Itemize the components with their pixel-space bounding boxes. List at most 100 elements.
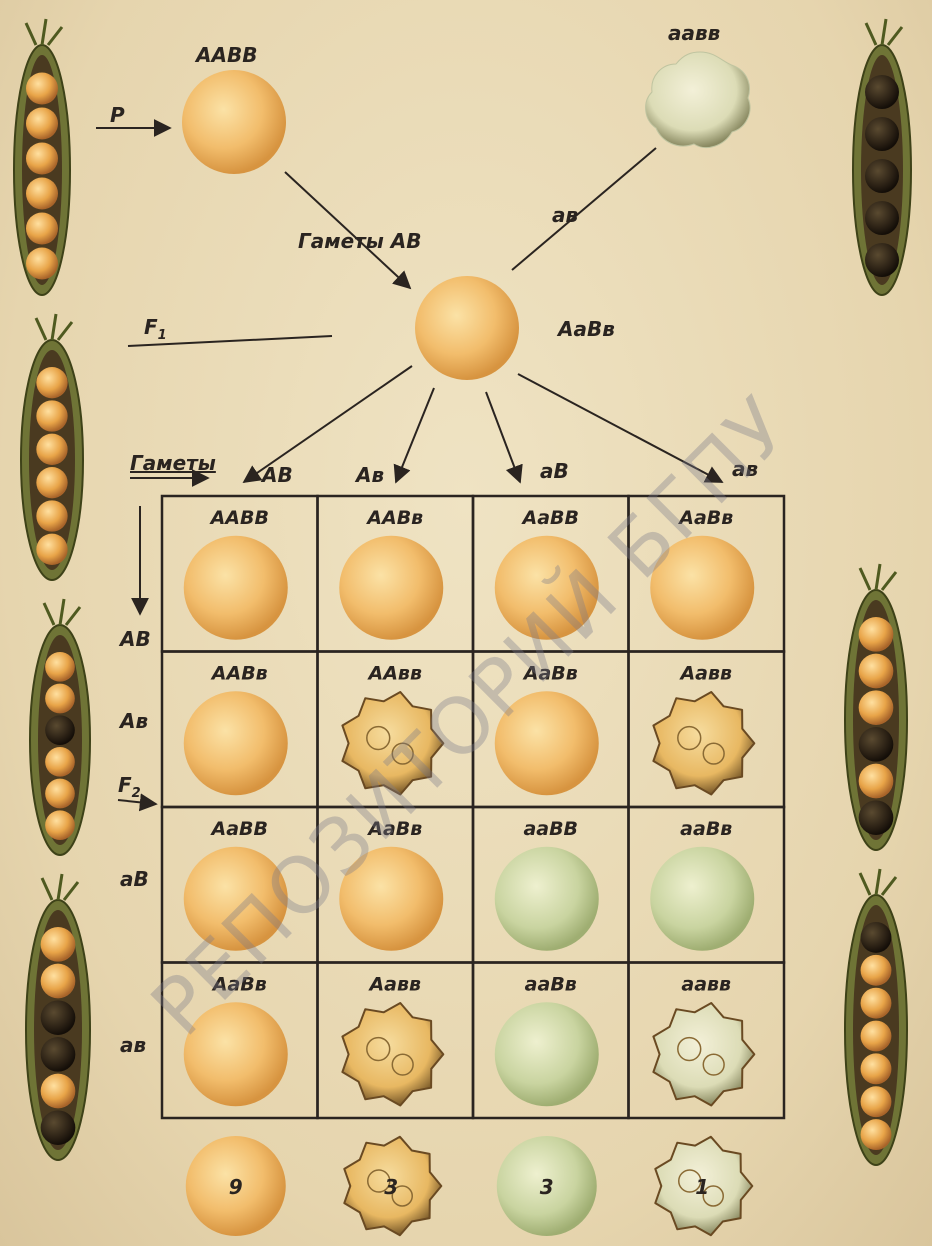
gamete-row-2: Aв — [118, 709, 148, 733]
pea — [45, 652, 75, 682]
cell-genotype: aaBB — [523, 818, 578, 840]
pea — [36, 367, 67, 398]
cell-genotype: aaвв — [681, 974, 731, 996]
pea — [865, 243, 899, 277]
gamete-col-2: Aв — [354, 463, 384, 487]
cell-genotype: AABв — [210, 663, 268, 685]
pod-right-1 — [853, 19, 911, 295]
pea — [861, 988, 892, 1019]
f2-label: F2 — [118, 773, 141, 801]
pod-left-2 — [21, 314, 83, 580]
pea — [36, 467, 67, 498]
pea — [865, 117, 899, 151]
pea — [36, 500, 67, 531]
cell-genotype: Aaвв — [367, 974, 421, 996]
cell-seed — [495, 1002, 599, 1106]
cell-genotype: AABв — [365, 507, 423, 529]
ratio-value: 9 — [229, 1175, 243, 1199]
pea — [45, 747, 75, 777]
pea — [861, 1086, 892, 1117]
pea — [26, 248, 58, 280]
f1-genotype: AaBв — [556, 317, 615, 341]
gamete-row-4: aв — [120, 1033, 146, 1057]
pea — [36, 534, 67, 565]
ratio-value: 3 — [384, 1175, 398, 1199]
pod-stem — [866, 19, 902, 45]
pea — [26, 213, 58, 245]
pea — [859, 690, 894, 725]
pea — [45, 684, 75, 714]
pod-stem — [44, 599, 80, 625]
cell-seed — [184, 536, 288, 640]
pea — [26, 73, 58, 105]
pea — [45, 779, 75, 809]
gamete-col-3: aB — [540, 459, 569, 483]
cell-seed — [342, 1003, 443, 1106]
pea — [41, 927, 76, 962]
cell-genotype: AABB — [209, 507, 269, 529]
cell-genotype: AAвв — [367, 663, 422, 685]
pea — [861, 955, 892, 986]
pod-right-2 — [845, 564, 907, 850]
pea — [41, 1110, 76, 1145]
pea — [41, 1000, 76, 1035]
ratio-value: 1 — [695, 1175, 709, 1199]
pod-right-3 — [845, 869, 907, 1165]
pod-stem — [26, 19, 62, 45]
gamete-col-1: AB — [260, 463, 293, 487]
right-parent-to-f1-line — [512, 148, 656, 270]
pea — [861, 1119, 892, 1150]
pea — [26, 108, 58, 140]
pea — [859, 764, 894, 799]
pea — [36, 400, 67, 431]
p-label: P — [110, 103, 125, 127]
cell-genotype: aaBв — [525, 974, 577, 996]
pea — [26, 143, 58, 175]
gamete-row-3: aB — [120, 867, 149, 891]
pea — [861, 922, 892, 953]
pea — [859, 800, 894, 835]
cell-seed — [495, 847, 599, 951]
pea — [861, 1021, 892, 1052]
pea — [865, 159, 899, 193]
f1-gamete-arrow-2 — [396, 388, 434, 482]
pod-left-4 — [26, 874, 90, 1160]
f1-gamete-arrow-3 — [486, 392, 520, 482]
pod-stem — [860, 869, 896, 895]
pea — [41, 1074, 76, 1109]
parent-gametes-label: Гаметы AB — [298, 229, 422, 253]
cell-seed — [184, 691, 288, 795]
cell-genotype: AaBB — [521, 507, 580, 529]
left-parent-genotype: AABB — [194, 43, 257, 67]
pea — [41, 964, 76, 999]
cell-genotype: AaBB — [210, 818, 269, 840]
left-parent-seed — [182, 70, 286, 174]
pea — [859, 617, 894, 652]
cell-seed — [653, 692, 754, 795]
phenotype-ratio-row: 9 3 3 1 — [186, 1136, 753, 1236]
gamete-row-1: AB — [118, 627, 151, 651]
cell-seed — [339, 536, 443, 640]
pea — [45, 810, 75, 840]
right-parent-genotype: aaвв — [668, 21, 720, 45]
pod-left-3 — [30, 599, 90, 855]
pea — [861, 1053, 892, 1084]
ratio-value: 3 — [540, 1175, 554, 1199]
right-parent-seed — [646, 52, 750, 148]
pea — [865, 75, 899, 109]
pod-stem — [42, 874, 78, 900]
pod-stem — [36, 314, 72, 340]
pea — [36, 434, 67, 465]
cell-seed — [650, 847, 754, 951]
pea — [26, 178, 58, 210]
right-parent-gamete: aв — [552, 203, 578, 227]
pod-left-1 — [14, 19, 70, 295]
f1-label: F1 — [144, 315, 167, 343]
pea — [859, 654, 894, 689]
pea — [865, 201, 899, 235]
pea — [41, 1037, 76, 1072]
cell-genotype: aaBв — [680, 818, 732, 840]
pod-stem — [860, 564, 896, 590]
